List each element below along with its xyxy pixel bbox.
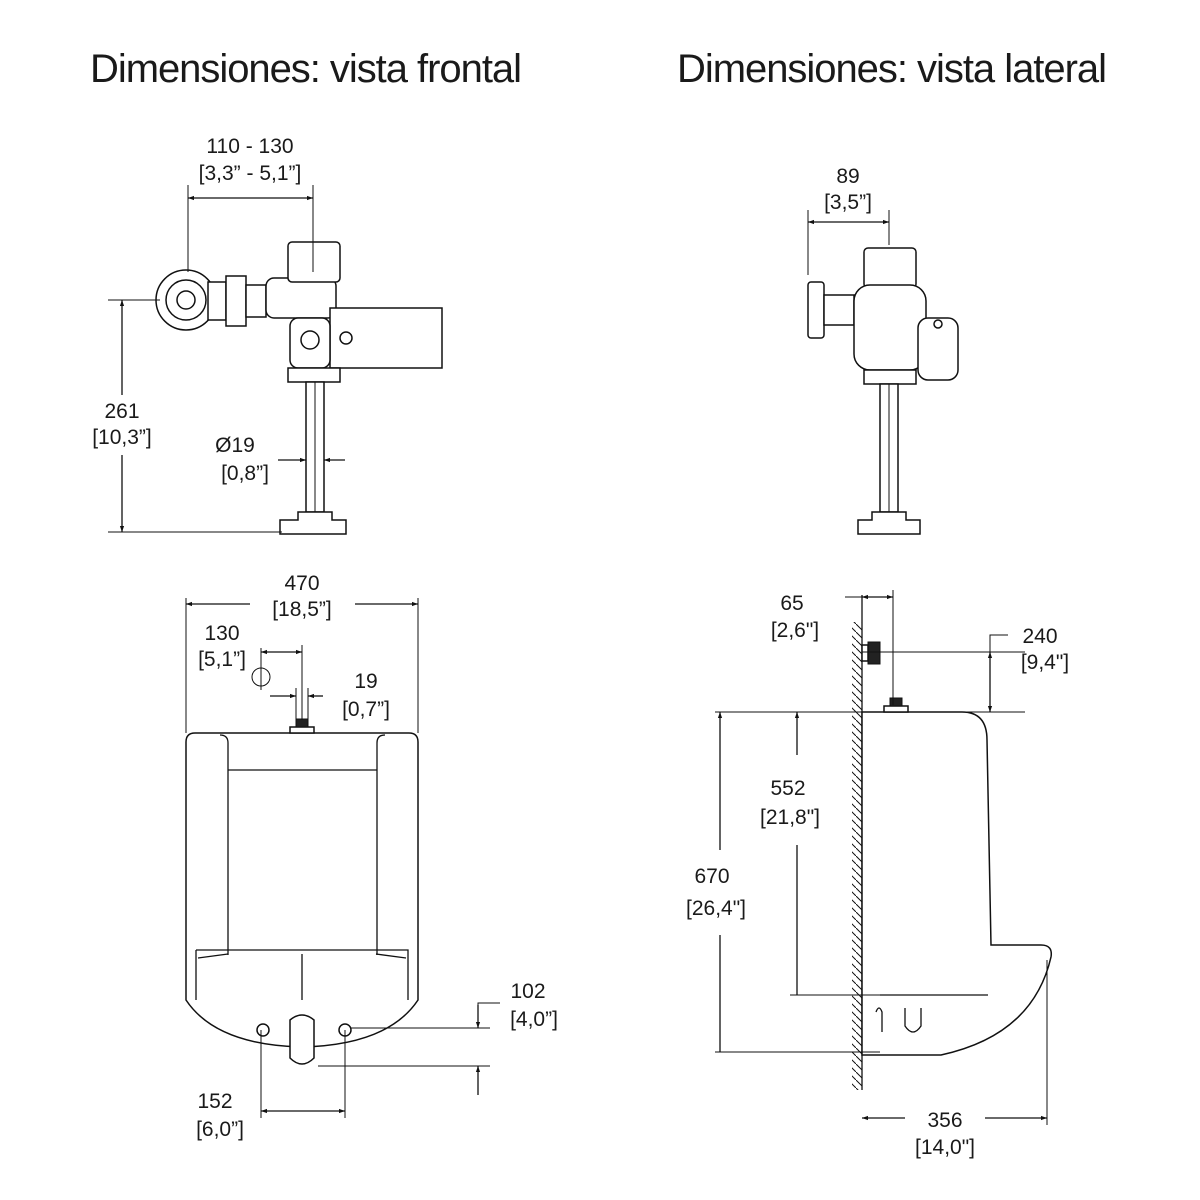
front-pipe-diameter-in: [0,8”] [221, 462, 269, 485]
side-supply-height-in: [9,4"] [1021, 651, 1069, 674]
front-valve-width-in: [3,3” - 5,1”] [199, 162, 302, 185]
front-bolts-in: [6,0”] [196, 1118, 244, 1141]
front-urinal-width-mm: 470 [284, 572, 319, 595]
title-front-view: Dimensiones: vista frontal [90, 47, 522, 91]
front-outlet-in: [4,0”] [510, 1008, 558, 1031]
side-valve-depth-in: [3,5”] [824, 191, 872, 214]
front-pipe-diameter-mm: Ø19 [215, 434, 255, 457]
front-inlet-mm: 19 [354, 670, 377, 693]
front-offset-in: [5,1”] [198, 648, 246, 671]
front-outlet-mm: 102 [510, 980, 545, 1003]
front-urinal-drawing [185, 667, 419, 1065]
front-urinal-width-in: [18,5”] [272, 598, 332, 621]
side-wall-offset-in: [2,6"] [771, 619, 819, 642]
side-total-height-mm: 670 [694, 865, 729, 888]
front-valve-height-mm: 261 [104, 400, 139, 423]
front-inlet-in: [0,7”] [342, 698, 390, 721]
side-supply-height-mm: 240 [1022, 625, 1057, 648]
side-depth-mm: 356 [927, 1109, 962, 1132]
side-valve-drawing [807, 247, 959, 535]
side-wall-offset-mm: 65 [780, 592, 803, 615]
front-offset-mm: 130 [204, 622, 239, 645]
side-depth-in: [14,0"] [915, 1136, 975, 1159]
front-valve-drawing [155, 241, 443, 535]
front-valve-width-mm: 110 - 130 [206, 135, 293, 158]
title-side-view: Dimensiones: vista lateral [677, 47, 1107, 91]
side-total-height-in: [26,4"] [686, 897, 746, 920]
side-rim-height-in: [21,8"] [760, 806, 820, 829]
front-valve-height-in: [10,3”] [92, 426, 152, 449]
side-valve-depth-mm: 89 [836, 165, 859, 188]
front-bolts-mm: 152 [197, 1090, 232, 1113]
side-rim-height-mm: 552 [770, 777, 805, 800]
